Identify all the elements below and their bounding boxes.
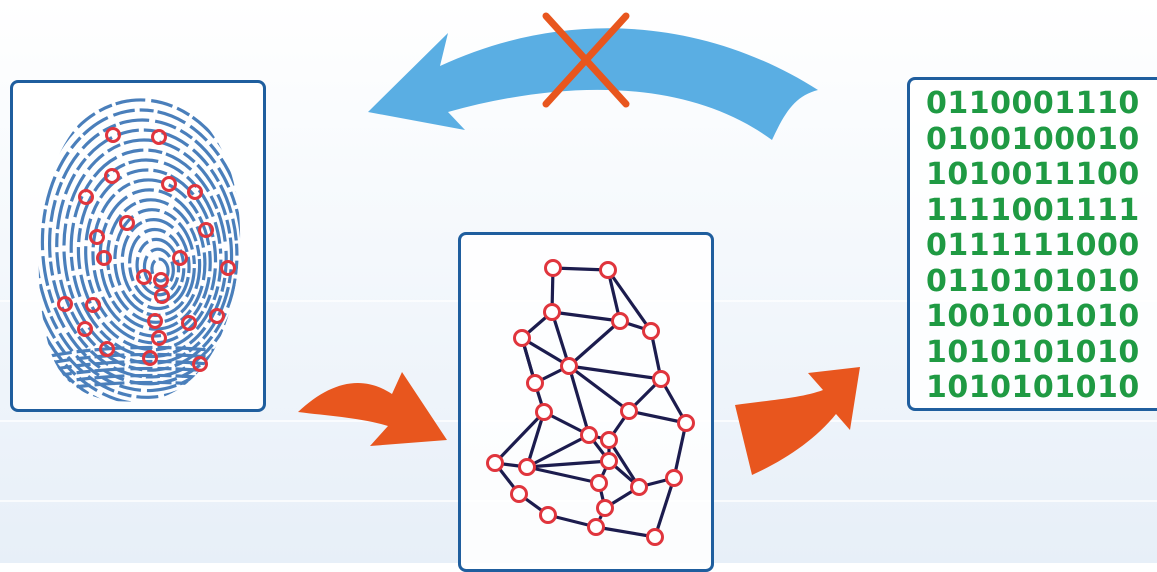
minutia-point <box>151 129 167 145</box>
minutiae-graph-icon <box>486 259 695 546</box>
graph-edge <box>595 525 656 539</box>
binary-line: 1010101010 <box>926 370 1140 405</box>
graph-node <box>560 357 578 375</box>
graph-node <box>599 261 617 279</box>
graph-node <box>665 469 683 487</box>
binary-line: 1010101010 <box>926 334 1140 370</box>
graph-node <box>535 403 553 421</box>
graph-node <box>518 458 536 476</box>
graph-node <box>544 259 562 277</box>
graph-node <box>652 370 670 388</box>
binary-line: 1001001010 <box>926 299 1140 334</box>
graph-edge <box>493 410 546 465</box>
graph-node <box>526 374 544 392</box>
graph-edge <box>550 311 571 367</box>
minutia-point <box>172 250 188 266</box>
minutiae-graph-panel <box>458 232 714 572</box>
minutia-point <box>89 229 105 245</box>
minutia-point <box>104 168 120 184</box>
graph-node <box>510 485 528 503</box>
graph-node <box>620 402 638 420</box>
graph-edge <box>526 433 590 469</box>
minutia-point <box>119 215 135 231</box>
graph-node <box>590 474 608 492</box>
minutia-point <box>85 297 101 313</box>
minutia-point <box>154 288 170 304</box>
minutia-point <box>161 176 177 192</box>
graph-edge <box>568 364 630 413</box>
minutia-point <box>181 315 197 331</box>
minutia-point <box>96 250 112 266</box>
minutia-point <box>142 350 158 366</box>
graph-node <box>642 322 660 340</box>
graph-edge <box>526 465 600 485</box>
graph-edge <box>551 310 621 323</box>
minutia-point <box>78 189 94 205</box>
graph-node <box>646 528 664 546</box>
graph-node <box>543 303 561 321</box>
minutia-point <box>187 184 203 200</box>
graph-node <box>580 426 598 444</box>
graph-node <box>600 452 618 470</box>
minutia-point <box>57 296 73 312</box>
graph-edge <box>521 336 570 368</box>
minutia-point <box>151 330 167 346</box>
binary-line: 0110101010 <box>926 263 1140 299</box>
binary-line: 0111111000 <box>926 228 1140 263</box>
graph-edge <box>525 411 546 468</box>
graph-edge <box>607 439 641 488</box>
graph-node <box>630 478 648 496</box>
graph-edge <box>552 266 609 272</box>
binary-line: 0110001110 <box>926 86 1140 121</box>
graph-node <box>486 454 504 472</box>
minutia-point <box>77 321 93 337</box>
binary-template-panel: 0110001110 0100100010 1010011100 1111001… <box>907 77 1157 411</box>
graph-node <box>539 506 557 524</box>
minutia-point <box>209 308 225 324</box>
graph-edge <box>526 459 610 469</box>
graph-edge <box>672 422 688 479</box>
graph-edge <box>567 319 622 368</box>
minutia-point <box>153 272 169 288</box>
minutia-point <box>99 341 115 357</box>
graph-node <box>513 329 531 347</box>
graph-node <box>587 518 605 536</box>
minutia-point <box>136 269 152 285</box>
binary-line: 1010011100 <box>926 157 1140 192</box>
graph-node <box>611 312 629 330</box>
graph-node <box>596 499 614 517</box>
graph-edge <box>653 477 676 538</box>
graph-edge <box>628 409 687 425</box>
binary-line: 0100100010 <box>926 121 1140 157</box>
minutia-point <box>198 222 214 238</box>
minutia-point <box>147 313 163 329</box>
graph-edge <box>568 364 662 381</box>
minutia-point <box>220 260 236 276</box>
fingerprint-panel <box>10 80 266 412</box>
minutia-point <box>192 356 208 372</box>
fingerprint-with-minutiae-icon <box>38 95 241 402</box>
binary-line: 1111001111 <box>926 192 1140 228</box>
minutia-point <box>105 127 121 143</box>
graph-node <box>600 431 618 449</box>
graph-edge <box>567 365 591 436</box>
graph-edge <box>606 269 653 332</box>
graph-node <box>677 414 695 432</box>
